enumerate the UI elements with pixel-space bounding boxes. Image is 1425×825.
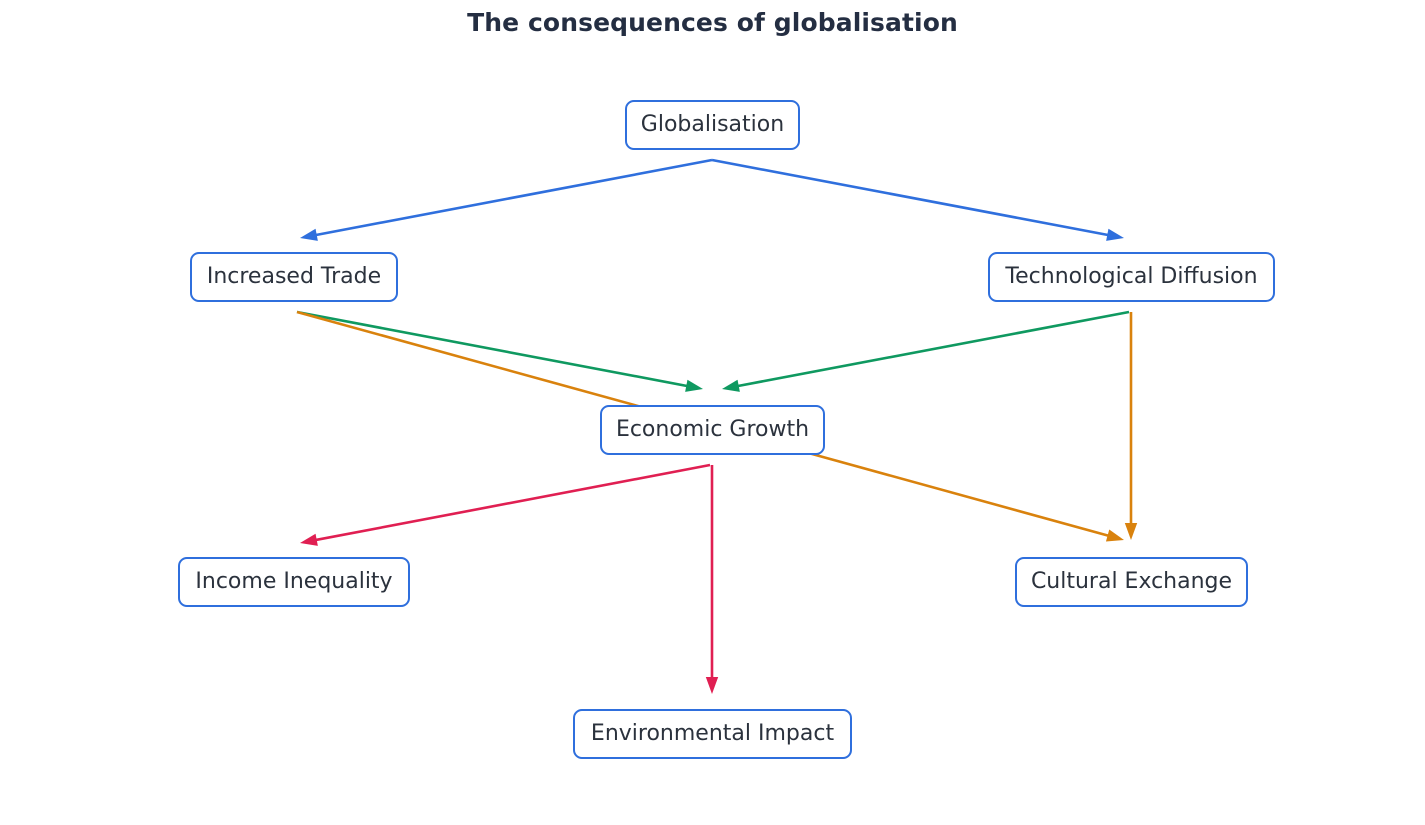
node-environmental_impact[interactable]: Environmental Impact (573, 709, 852, 759)
arrowhead-icon (1106, 228, 1124, 241)
node-label: Increased Trade (206, 264, 382, 289)
edge-increased-trade-economic-growth (296, 310, 703, 392)
edge-tech-diffusion-economic-growth (722, 310, 1130, 392)
arrowhead-icon (685, 379, 703, 392)
node-label: Cultural Exchange (1030, 569, 1233, 594)
edge-line (733, 310, 1130, 389)
arrowhead-icon (1124, 523, 1138, 540)
arrowhead-icon (300, 533, 318, 546)
edge-line (296, 310, 692, 388)
arrowhead-icon (705, 677, 719, 694)
node-globalisation[interactable]: Globalisation (625, 100, 800, 150)
edge-line (711, 158, 1113, 238)
node-income_inequality[interactable]: Income Inequality (178, 557, 410, 607)
page-title: The consequences of globalisation (467, 8, 958, 37)
node-economic_growth[interactable]: Economic Growth (600, 405, 825, 455)
node-tech_diffusion[interactable]: Technological Diffusion (988, 252, 1275, 302)
edge-globalisation-tech-diffusion (711, 158, 1124, 241)
node-label: Income Inequality (195, 569, 393, 594)
node-increased_trade[interactable]: Increased Trade (190, 252, 398, 302)
arrowhead-icon (300, 228, 318, 241)
edge-economic-growth-income-inequality (300, 463, 711, 546)
arrowhead-icon (1105, 529, 1124, 542)
edge-tech-diffusion-cultural-exchange (1124, 312, 1138, 540)
node-label: Globalisation (640, 112, 785, 137)
edge-line (311, 158, 713, 238)
node-cultural_exchange[interactable]: Cultural Exchange (1015, 557, 1248, 607)
node-label: Environmental Impact (590, 721, 835, 746)
edge-line (311, 463, 711, 542)
edge-globalisation-increased-trade (300, 158, 713, 241)
node-label: Technological Diffusion (1005, 264, 1258, 289)
node-label: Economic Growth (615, 417, 810, 442)
arrowhead-icon (722, 379, 740, 392)
edge-economic-growth-environmental-impact (705, 465, 719, 694)
